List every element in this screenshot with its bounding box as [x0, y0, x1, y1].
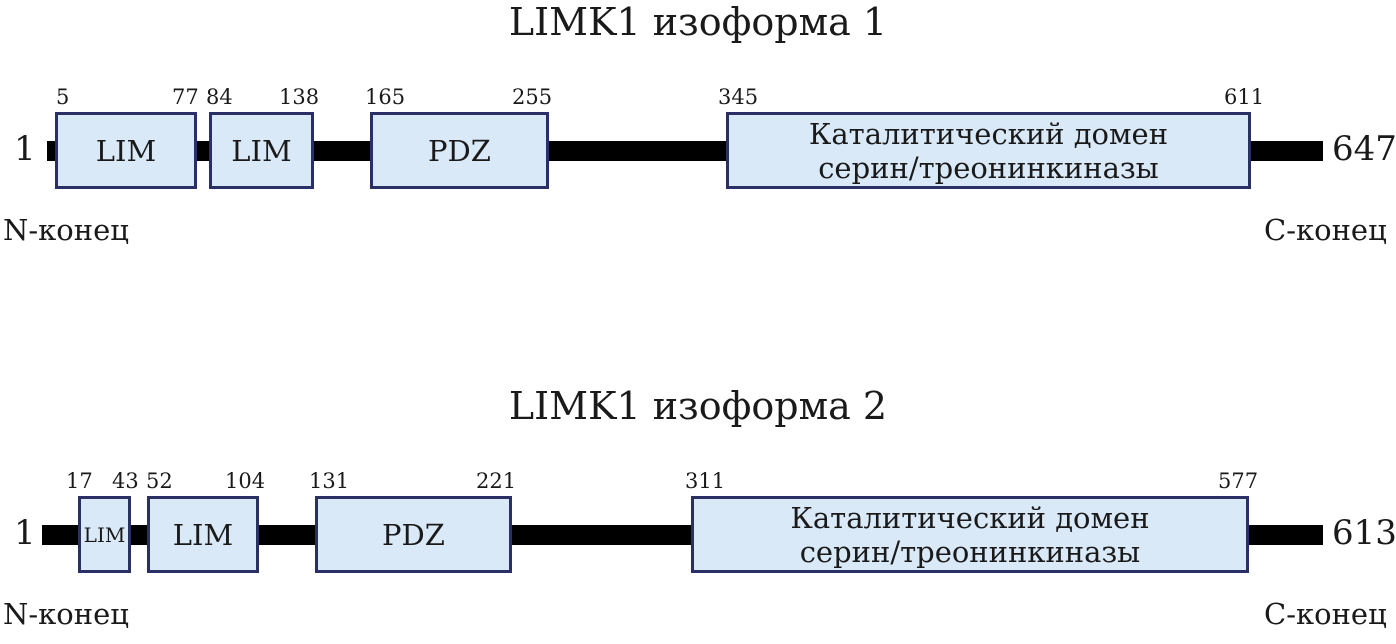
isoform-2-kinase-label-line2: серин/треонинкиназы — [799, 534, 1141, 569]
isoform-2-diagram: LIMK1 изоформа 2 1 613 17 43 LIM 52 104 … — [0, 384, 1396, 644]
isoform-2-c-terminus: C-конец — [1264, 597, 1387, 631]
isoform-1-lim2-end: 138 — [279, 85, 320, 109]
isoform-2-kinase-start: 311 — [685, 469, 726, 493]
isoform-2-end-number: 613 — [1332, 513, 1396, 553]
isoform-2-n-terminus: N-конец — [3, 597, 129, 631]
isoform-2-lim-domain-2: LIM — [147, 496, 259, 573]
isoform-1-pdz-label: PDZ — [428, 133, 491, 168]
isoform-2-pdz-domain: PDZ — [315, 496, 512, 573]
isoform-2-lim1-end: 43 — [112, 469, 139, 493]
isoform-2-kinase-end: 577 — [1218, 469, 1259, 493]
isoform-1-kinase-domain: Каталитический домен серин/треонинкиназы — [726, 112, 1251, 189]
isoform-2-title: LIMK1 изоформа 2 — [508, 384, 888, 428]
isoform-2-pdz-label: PDZ — [382, 517, 445, 552]
isoform-1-pdz-end: 255 — [512, 85, 553, 109]
isoform-1-kinase-start: 345 — [718, 85, 759, 109]
isoform-1-lim1-label: LIM — [95, 133, 157, 168]
isoform-1-lim2-label: LIM — [231, 133, 292, 168]
isoform-2-lim2-label: LIM — [172, 517, 234, 552]
isoform-2-lim1-label: LIM — [83, 522, 126, 547]
isoform-1-kinase-label-line1: Каталитический домен — [808, 116, 1169, 151]
isoform-1-end-number: 647 — [1332, 129, 1396, 169]
isoform-2-kinase-domain: Каталитический домен серин/треонинкиназы — [691, 496, 1249, 573]
isoform-2-kinase-label-line1: Каталитический домен — [790, 500, 1150, 535]
isoform-1-pdz-start: 165 — [365, 85, 406, 109]
isoform-1-lim1-end: 77 — [172, 85, 199, 109]
isoform-1-kinase-label-line2: серин/треонинкиназы — [818, 150, 1159, 185]
isoform-2-pdz-end: 221 — [476, 469, 517, 493]
isoform-1-lim-domain-1: LIM — [55, 112, 197, 189]
isoform-2-start-number: 1 — [14, 513, 36, 553]
isoform-1-c-terminus: C-конец — [1264, 213, 1387, 247]
isoform-1-start-number: 1 — [14, 129, 36, 169]
isoform-2-lim2-end: 104 — [225, 469, 266, 493]
isoform-2-pdz-start: 131 — [309, 469, 350, 493]
isoform-1-kinase-end: 611 — [1224, 85, 1265, 109]
isoform-2-lim2-start: 52 — [146, 469, 173, 493]
isoform-1-n-terminus: N-конец — [3, 213, 129, 247]
isoform-2-lim1-start: 17 — [66, 469, 93, 493]
isoform-1-diagram: LIMK1 изоформа 1 1 647 5 77 LIM 84 138 L… — [0, 0, 1396, 260]
isoform-1-pdz-domain: PDZ — [370, 112, 549, 189]
isoform-1-title: LIMK1 изоформа 1 — [508, 0, 888, 44]
isoform-2-lim-domain-1: LIM — [78, 496, 131, 573]
isoform-1-lim1-start: 5 — [56, 85, 70, 109]
isoform-1-lim-domain-2: LIM — [209, 112, 314, 189]
isoform-1-lim2-start: 84 — [206, 85, 233, 109]
